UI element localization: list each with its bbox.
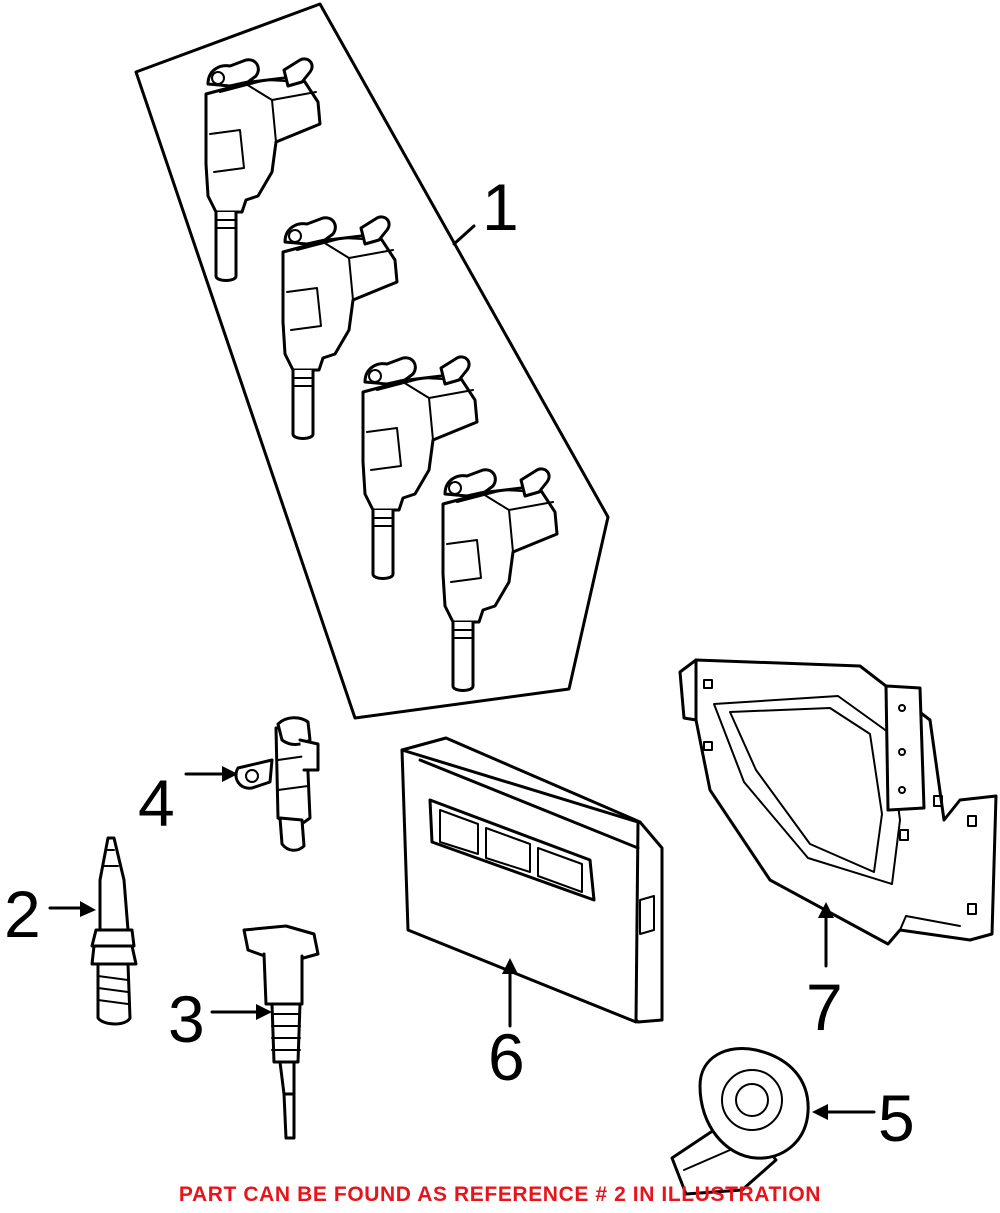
callout-4: 4 [138, 766, 175, 840]
callout-2: 2 [4, 877, 41, 951]
leader-line-1 [452, 224, 476, 246]
callout-3: 3 [168, 982, 205, 1056]
callout-5: 5 [878, 1081, 915, 1155]
ignition-coil-group [134, 2, 610, 720]
callout-6: 6 [488, 1020, 525, 1094]
mounting-bracket-part [678, 658, 998, 946]
coil-set-outline [134, 2, 610, 720]
position-sensor-part [234, 716, 320, 852]
fuel-injector-part [242, 924, 320, 1140]
reference-notice: PART CAN BE FOUND AS REFERENCE # 2 IN IL… [178, 1183, 822, 1206]
leader-lines [48, 766, 876, 1120]
callout-7: 7 [806, 970, 843, 1044]
ignition-coil-4 [441, 467, 559, 692]
control-module-part [400, 736, 664, 1024]
spark-plug-part [90, 836, 138, 1026]
knock-sensor-part [670, 1047, 810, 1196]
callout-1: 1 [482, 170, 519, 244]
